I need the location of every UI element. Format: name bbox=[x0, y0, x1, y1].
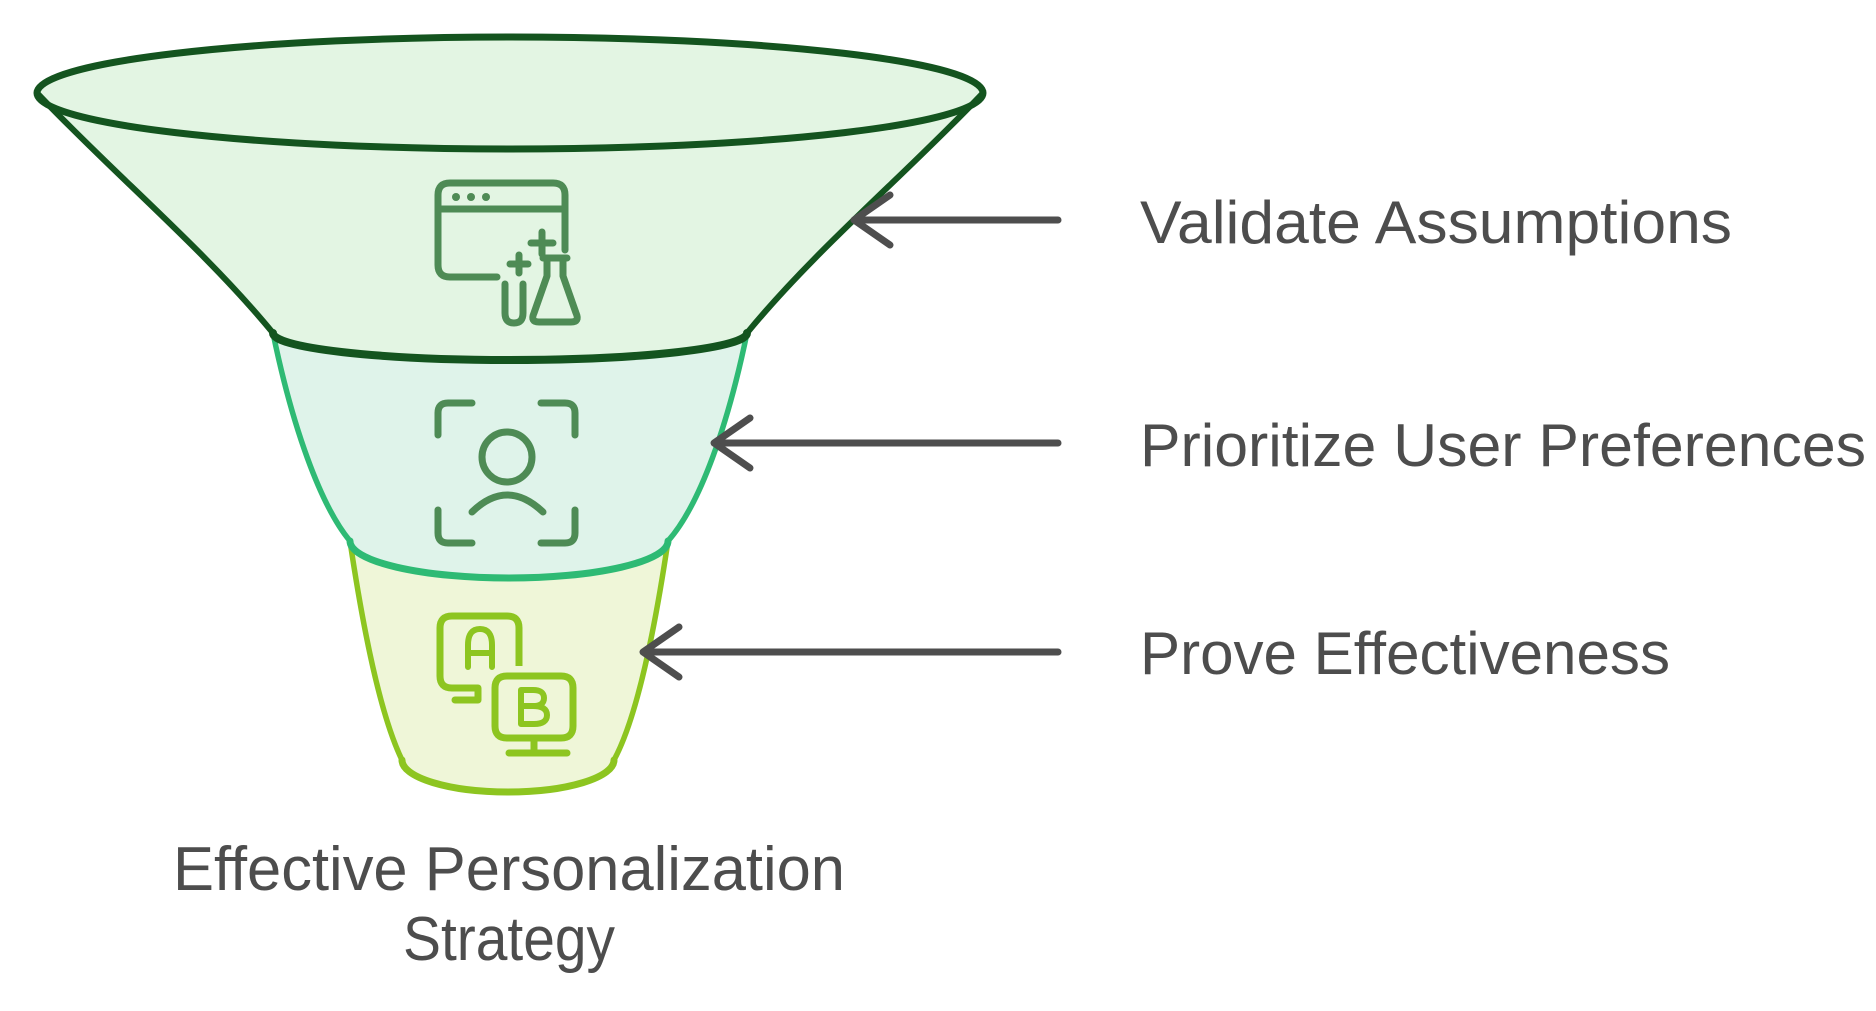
a-bubble-shape bbox=[436, 612, 523, 704]
arrow-head-icon bbox=[850, 191, 894, 249]
stage-label-validate: Validate Assumptions bbox=[1140, 189, 1732, 256]
b-monitor-shape bbox=[491, 672, 577, 742]
ab-test-icon bbox=[436, 612, 583, 757]
b-monitor-stand bbox=[505, 734, 571, 757]
test-tube-shape bbox=[501, 280, 527, 327]
stage-boundary-2 bbox=[346, 537, 672, 582]
letter-b bbox=[518, 687, 550, 727]
arrow-head-icon bbox=[710, 414, 754, 472]
funnel-stage-1-fill bbox=[37, 93, 983, 360]
arrow-prove bbox=[639, 623, 1062, 681]
diagram-title-line-1: Effective Personalization bbox=[173, 835, 845, 904]
funnel-stage-2-fill bbox=[273, 333, 747, 578]
sparkle-plus-small bbox=[506, 251, 532, 277]
stage-label-prove: Prove Effectiveness bbox=[1140, 620, 1670, 687]
funnel-stage-3-outline bbox=[347, 538, 671, 763]
letter-a bbox=[465, 626, 495, 670]
scan-corner-top-left bbox=[434, 399, 476, 439]
sparkle-plus-large bbox=[527, 228, 557, 258]
diagram-title-line-2: Strategy bbox=[403, 905, 615, 974]
funnel-bottom-arc bbox=[398, 756, 618, 796]
stage-boundary-1 bbox=[269, 329, 751, 364]
person-shoulders bbox=[468, 491, 547, 516]
arrow-prioritize bbox=[710, 414, 1062, 472]
scan-corner-top-right bbox=[537, 399, 579, 439]
funnel-stage-2-outline bbox=[270, 330, 750, 544]
arrow-validate bbox=[850, 191, 1062, 249]
funnel-rim-outline bbox=[33, 33, 987, 153]
browser-window-shape bbox=[434, 179, 569, 281]
flask-shape bbox=[529, 254, 581, 326]
funnel-rim-fill bbox=[37, 37, 983, 149]
person-head bbox=[478, 428, 536, 486]
face-scan-icon bbox=[434, 399, 579, 547]
scan-corner-bottom-right bbox=[537, 506, 579, 547]
stage-label-prioritize: Prioritize User Preferences bbox=[1140, 412, 1866, 479]
browser-dots bbox=[452, 193, 490, 201]
scan-corner-bottom-left bbox=[434, 506, 476, 547]
arrow-head-icon bbox=[639, 623, 683, 681]
browser-experiment-icon bbox=[434, 179, 581, 327]
